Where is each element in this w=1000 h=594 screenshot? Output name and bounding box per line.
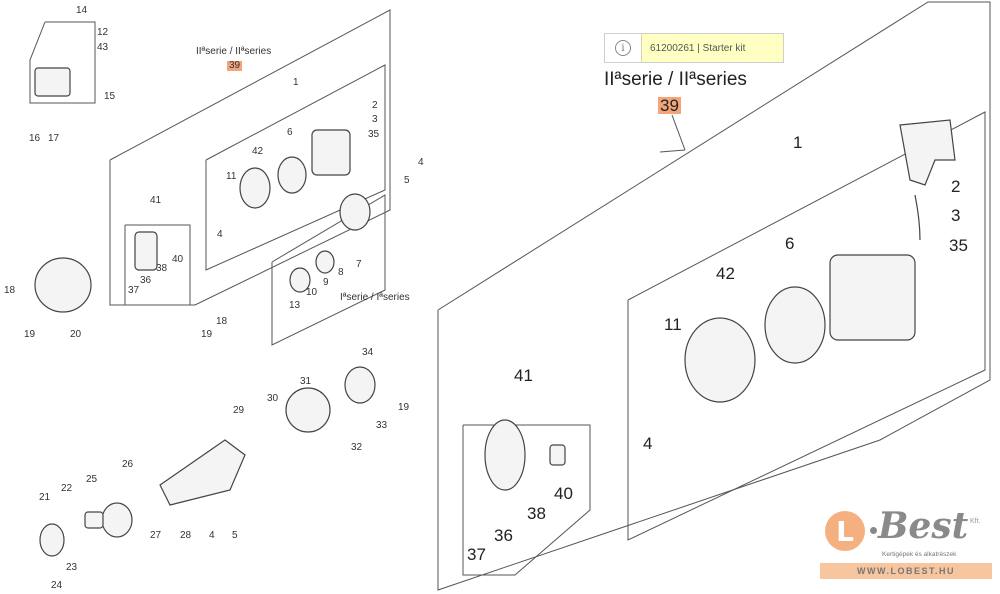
part-number[interactable]: 4 (217, 229, 223, 240)
logo-dot (870, 527, 877, 534)
part-number[interactable]: 1 (793, 133, 803, 152)
highlight-part-39-small[interactable]: 39 (227, 60, 243, 71)
part-number[interactable]: 5 (404, 175, 410, 186)
part-number[interactable]: 4 (418, 157, 424, 168)
part-number[interactable]: 26 (122, 459, 134, 470)
gear-housing-part (159, 439, 246, 506)
part-number[interactable]: 24 (51, 580, 63, 591)
part-number[interactable]: 31 (300, 376, 312, 387)
part-number[interactable]: 33 (376, 420, 388, 431)
part-number[interactable]: 20 (70, 329, 82, 340)
part-number[interactable]: 29 (233, 405, 245, 416)
part-number[interactable]: 19 (398, 402, 410, 413)
ignition-coil-part (34, 67, 71, 97)
lobest-logo: L Best Kft. Kertigépek és alkatrészek WW… (820, 505, 992, 583)
part-number[interactable]: 22 (61, 483, 73, 494)
part-number[interactable]: 4 (643, 434, 653, 453)
part-number[interactable]: 13 (289, 300, 301, 311)
part-number[interactable]: 3 (951, 206, 961, 225)
starter-housing-part (829, 254, 916, 341)
tooltip-text: 61200261 | Starter kit (642, 34, 783, 62)
logo-mark: L (825, 511, 865, 551)
part-number[interactable]: 4 (209, 530, 215, 541)
part-number[interactable]: 41 (514, 366, 533, 385)
part-number[interactable]: 32 (351, 442, 363, 453)
part-number[interactable]: 42 (716, 264, 735, 283)
flywheel-part (34, 257, 92, 313)
part-number[interactable]: 11 (226, 171, 237, 182)
logo-suffix: Kft. (970, 518, 981, 525)
logo-tagline: Kertigépek és alkatrészek (882, 551, 957, 558)
part-number[interactable]: 27 (150, 530, 162, 541)
part-number[interactable]: 37 (467, 545, 486, 564)
part-number[interactable]: 5 (232, 530, 238, 541)
part-number[interactable]: 15 (104, 91, 116, 102)
part-number[interactable]: 30 (267, 393, 279, 404)
part-number[interactable]: 40 (554, 484, 573, 503)
part-number[interactable]: 19 (24, 329, 36, 340)
starter-pulley-part (684, 317, 756, 403)
part-number[interactable]: 37 (128, 285, 140, 296)
part-number[interactable]: 21 (39, 492, 51, 503)
part-number[interactable]: 38 (156, 263, 168, 274)
part-number[interactable]: 6 (287, 127, 293, 138)
part-number[interactable]: 9 (323, 277, 329, 288)
part-number[interactable]: 42 (252, 146, 264, 157)
part-number[interactable]: 35 (949, 236, 968, 255)
part-number[interactable]: 10 (306, 287, 318, 298)
part-number[interactable]: 41 (150, 195, 162, 206)
logo-brand: Best (878, 505, 969, 547)
part-number[interactable]: 43 (97, 42, 109, 53)
starter-handle-part (899, 119, 956, 186)
part-number[interactable]: 18 (216, 316, 228, 327)
part-number[interactable]: 28 (180, 530, 192, 541)
part-number[interactable]: 38 (527, 504, 546, 523)
part-number[interactable]: 18 (4, 285, 16, 296)
part-number[interactable]: 14 (76, 5, 88, 16)
part-number[interactable]: 6 (785, 234, 795, 253)
part-number[interactable]: 2 (951, 177, 961, 196)
logo-url[interactable]: WWW.LOBEST.HU (820, 563, 992, 579)
part-number[interactable]: 23 (66, 562, 78, 573)
part-number[interactable]: 36 (494, 526, 513, 545)
part-number[interactable]: 8 (338, 267, 344, 278)
part-number[interactable]: 3 (372, 114, 378, 125)
part-number[interactable]: 25 (86, 474, 98, 485)
info-icon: i (605, 34, 642, 62)
series-label-ii-small: IIªserie / IIªseries (196, 46, 272, 57)
part-number[interactable]: 1 (293, 77, 299, 88)
part-tooltip: i 61200261 | Starter kit (604, 33, 784, 63)
highlight-part-39-large[interactable]: 39 (658, 96, 681, 115)
part-number[interactable]: 2 (372, 100, 378, 111)
part-number[interactable]: 16 (29, 133, 41, 144)
part-number[interactable]: 7 (356, 259, 362, 270)
part-number[interactable]: 19 (201, 329, 213, 340)
part-number[interactable]: 11 (664, 315, 682, 334)
series-label-ii-large: IIªserie / IIªseries (604, 69, 747, 90)
part-number[interactable]: 12 (97, 27, 109, 38)
series-label-i: Iªserie / Iªseries (340, 292, 410, 303)
part-number[interactable]: 40 (172, 254, 184, 265)
part-number[interactable]: 35 (368, 129, 380, 140)
part-number[interactable]: 36 (140, 275, 152, 286)
part-number[interactable]: 34 (362, 347, 374, 358)
part-number[interactable]: 17 (48, 133, 60, 144)
